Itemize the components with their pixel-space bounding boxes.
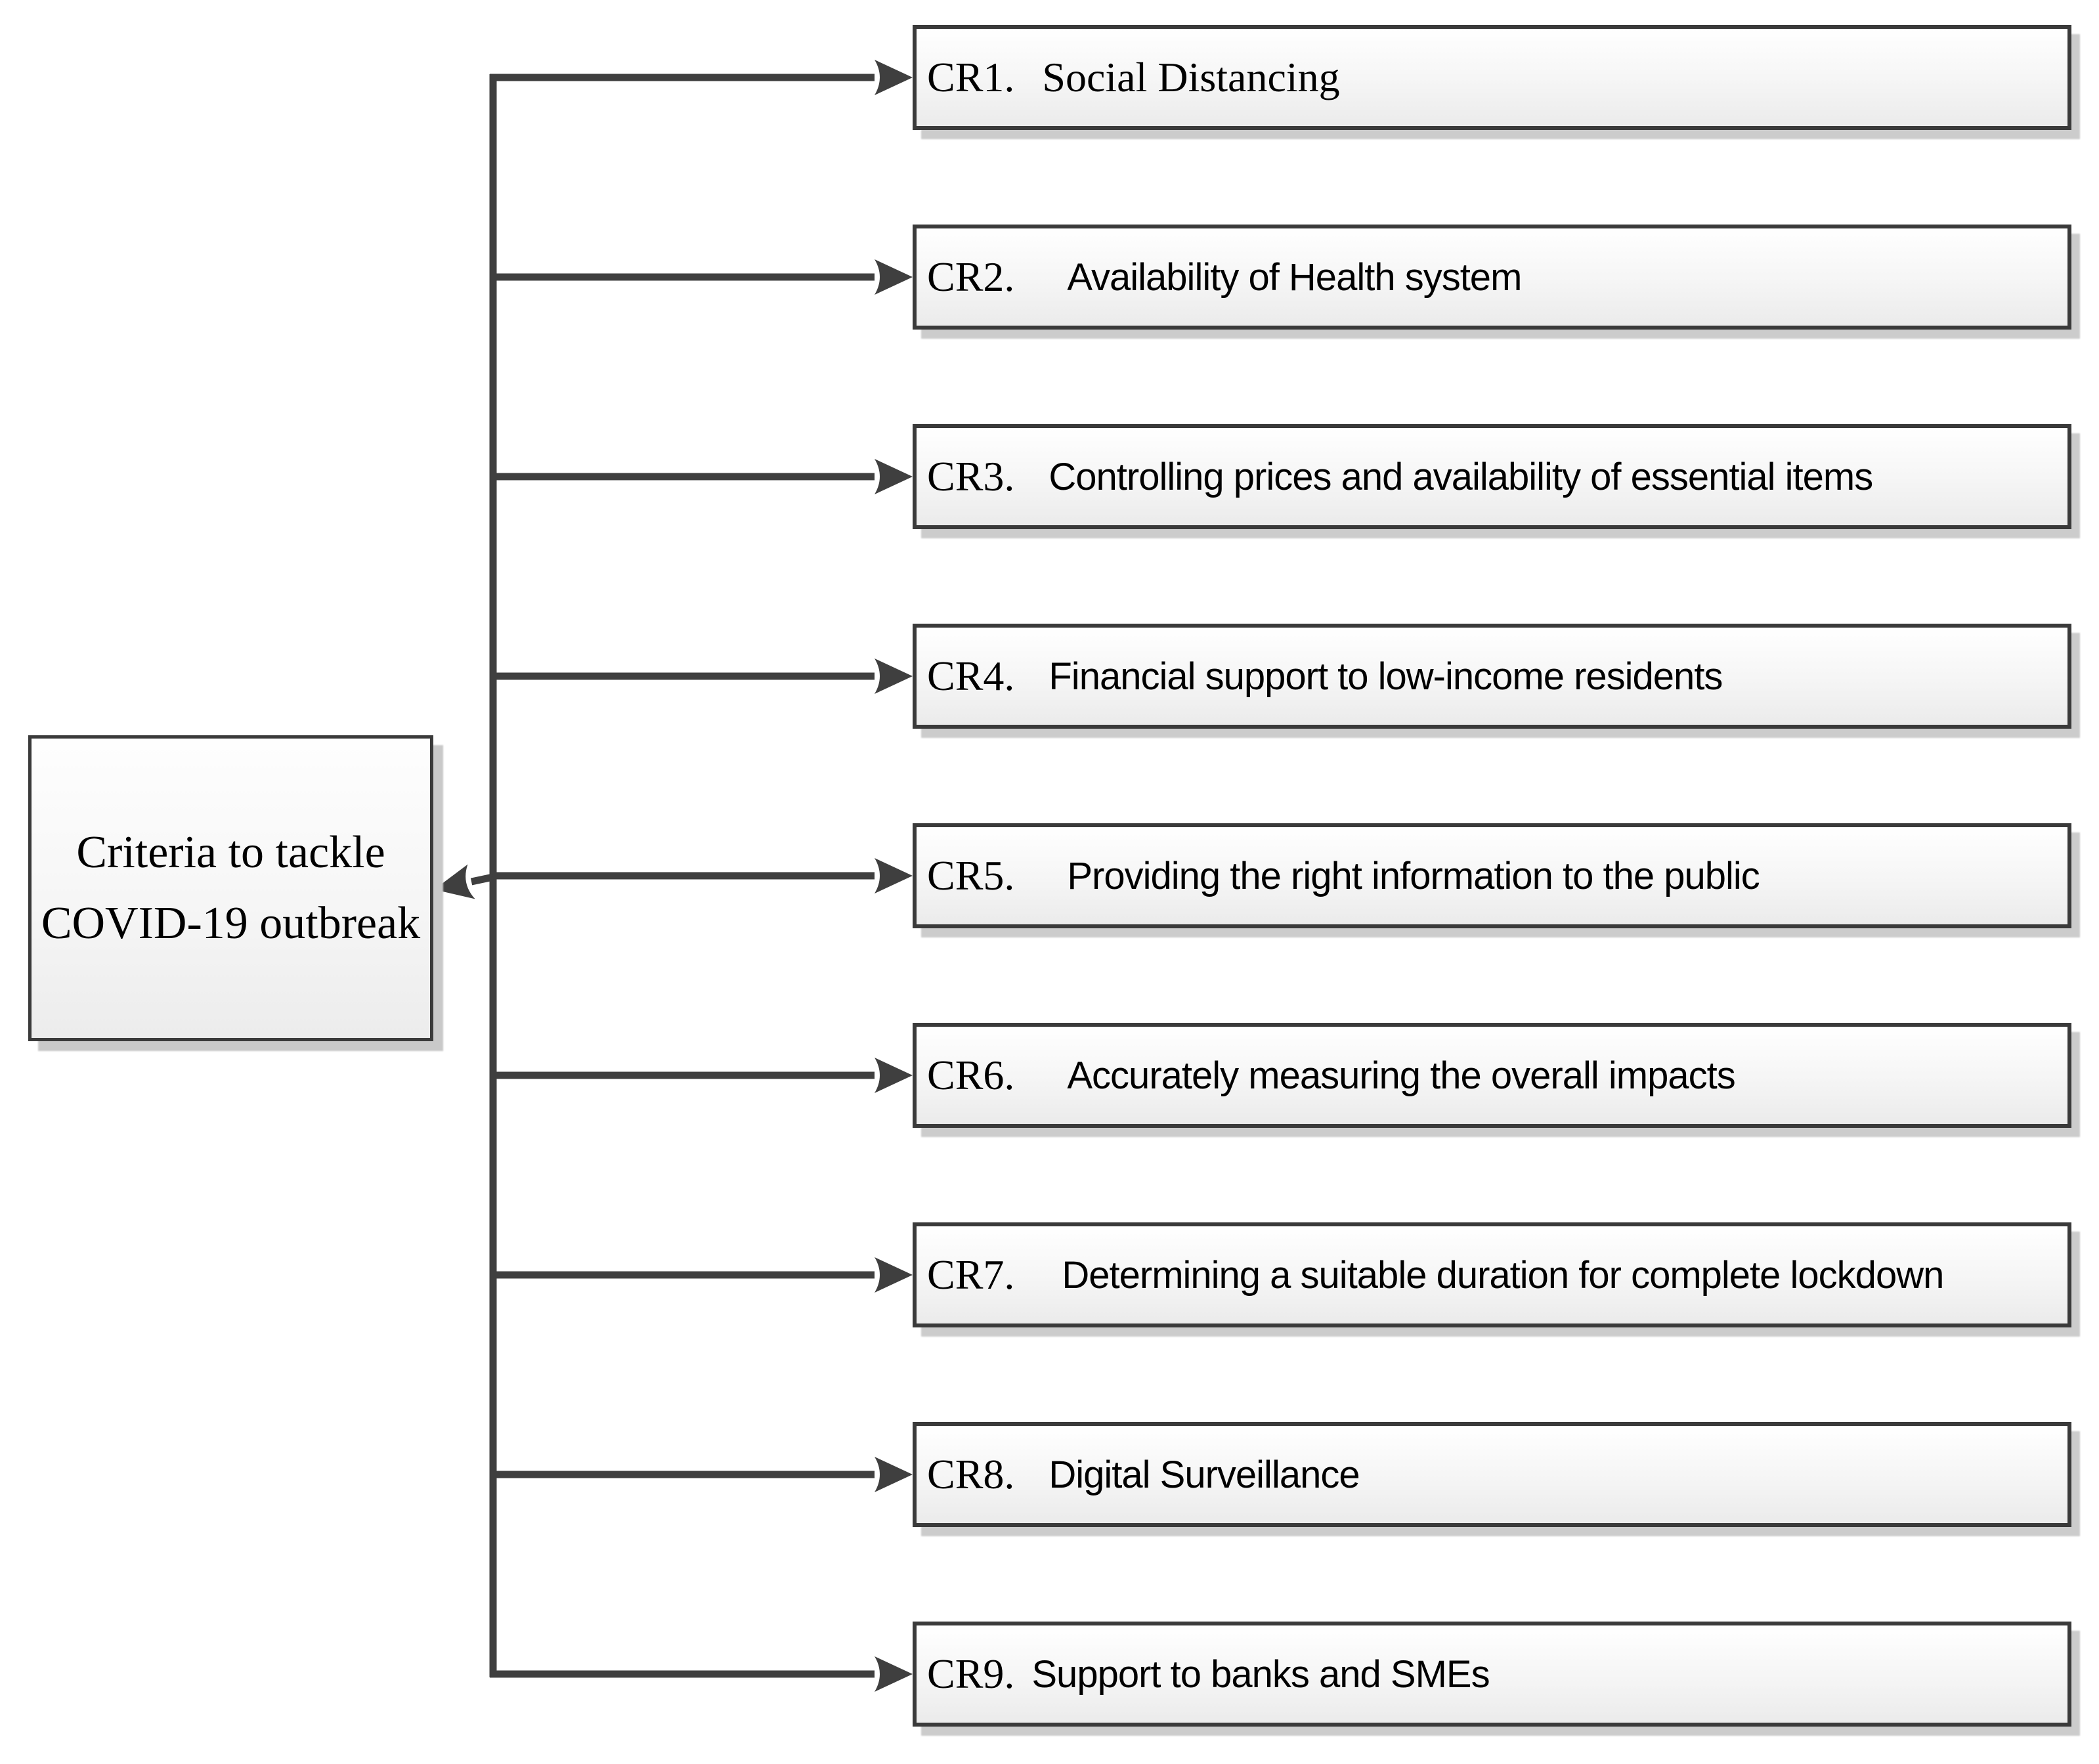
criterion-box-cr8: CR8. Digital Surveillance xyxy=(913,1422,2071,1527)
criterion-text: Determining a suitable duration for comp… xyxy=(1062,1253,1944,1297)
criterion-text: Social Distancing xyxy=(1042,54,1340,100)
criterion-text: Availability of Health system xyxy=(1067,255,1522,299)
criterion-text: Digital Surveillance xyxy=(1049,1453,1360,1496)
criterion-box-cr4: CR4. Financial support to low-income resi… xyxy=(913,624,2071,729)
criterion-text: Support to banks and SMEs xyxy=(1031,1652,1490,1696)
criterion-box-cr5: CR5. Providing the right information to t… xyxy=(913,823,2071,928)
criterion-box-cr7: CR7. Determining a suitable duration for … xyxy=(913,1222,2071,1327)
root-box: Criteria to tackle COVID-19 outbreak xyxy=(28,735,433,1041)
criterion-label: CR2. xyxy=(927,253,1015,300)
criterion-label: CR4. xyxy=(927,653,1015,699)
criterion-text: Accurately measuring the overall impacts xyxy=(1067,1054,1735,1097)
criterion-label: CR3. xyxy=(927,453,1015,500)
criterion-label: CR1. xyxy=(927,54,1015,100)
criterion-box-cr6: CR6. Accurately measuring the overall imp… xyxy=(913,1023,2071,1128)
criterion-label: CR8. xyxy=(927,1451,1015,1497)
criterion-box-cr3: CR3. Controlling prices and availability … xyxy=(913,424,2071,529)
criterion-label: CR9. xyxy=(927,1650,1015,1697)
root-box-line1: Criteria to tackle xyxy=(76,827,385,878)
criterion-label: CR7. xyxy=(927,1251,1015,1298)
criterion-label: CR5. xyxy=(927,852,1015,899)
criterion-box-cr1: CR1. Social Distancing xyxy=(913,25,2071,130)
criterion-text: Providing the right information to the p… xyxy=(1067,854,1760,897)
criterion-box-cr9: CR9. Support to banks and SMEs xyxy=(913,1622,2071,1727)
root-box-arrow xyxy=(434,864,494,899)
criterion-label: CR6. xyxy=(927,1052,1015,1098)
criterion-box-cr2: CR2. Availability of Health system xyxy=(913,225,2071,330)
root-box-line2: COVID-19 outbreak xyxy=(41,898,421,949)
criterion-text: Financial support to low-income resident… xyxy=(1049,655,1723,698)
criterion-text: Controlling prices and availability of e… xyxy=(1049,455,1873,498)
